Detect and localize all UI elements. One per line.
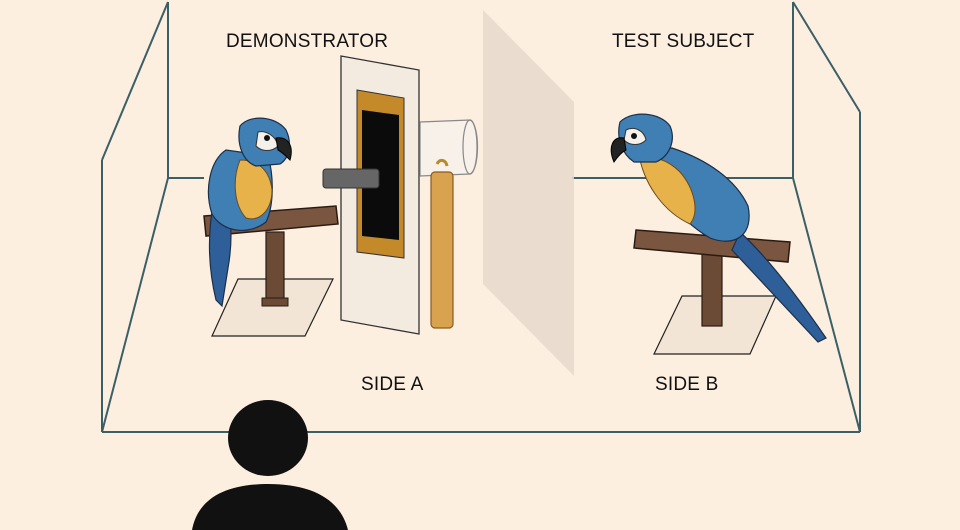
push-rod xyxy=(322,168,380,189)
test-subject-macaw-icon xyxy=(610,113,827,343)
observer-icon xyxy=(192,400,348,530)
side-a-label: SIDE A xyxy=(361,374,424,395)
enclosure-outline xyxy=(101,1,861,433)
test-subject-label: TEST SUBJECT xyxy=(612,31,755,52)
side-b-label: SIDE B xyxy=(655,374,719,395)
transparent-divider xyxy=(483,10,574,376)
reward-tube xyxy=(419,119,479,329)
apparatus-panel xyxy=(322,55,420,335)
demonstrator-label: DEMONSTRATOR xyxy=(226,31,389,52)
test-subject-perch xyxy=(633,229,791,355)
demonstrator-macaw-icon xyxy=(207,117,292,308)
